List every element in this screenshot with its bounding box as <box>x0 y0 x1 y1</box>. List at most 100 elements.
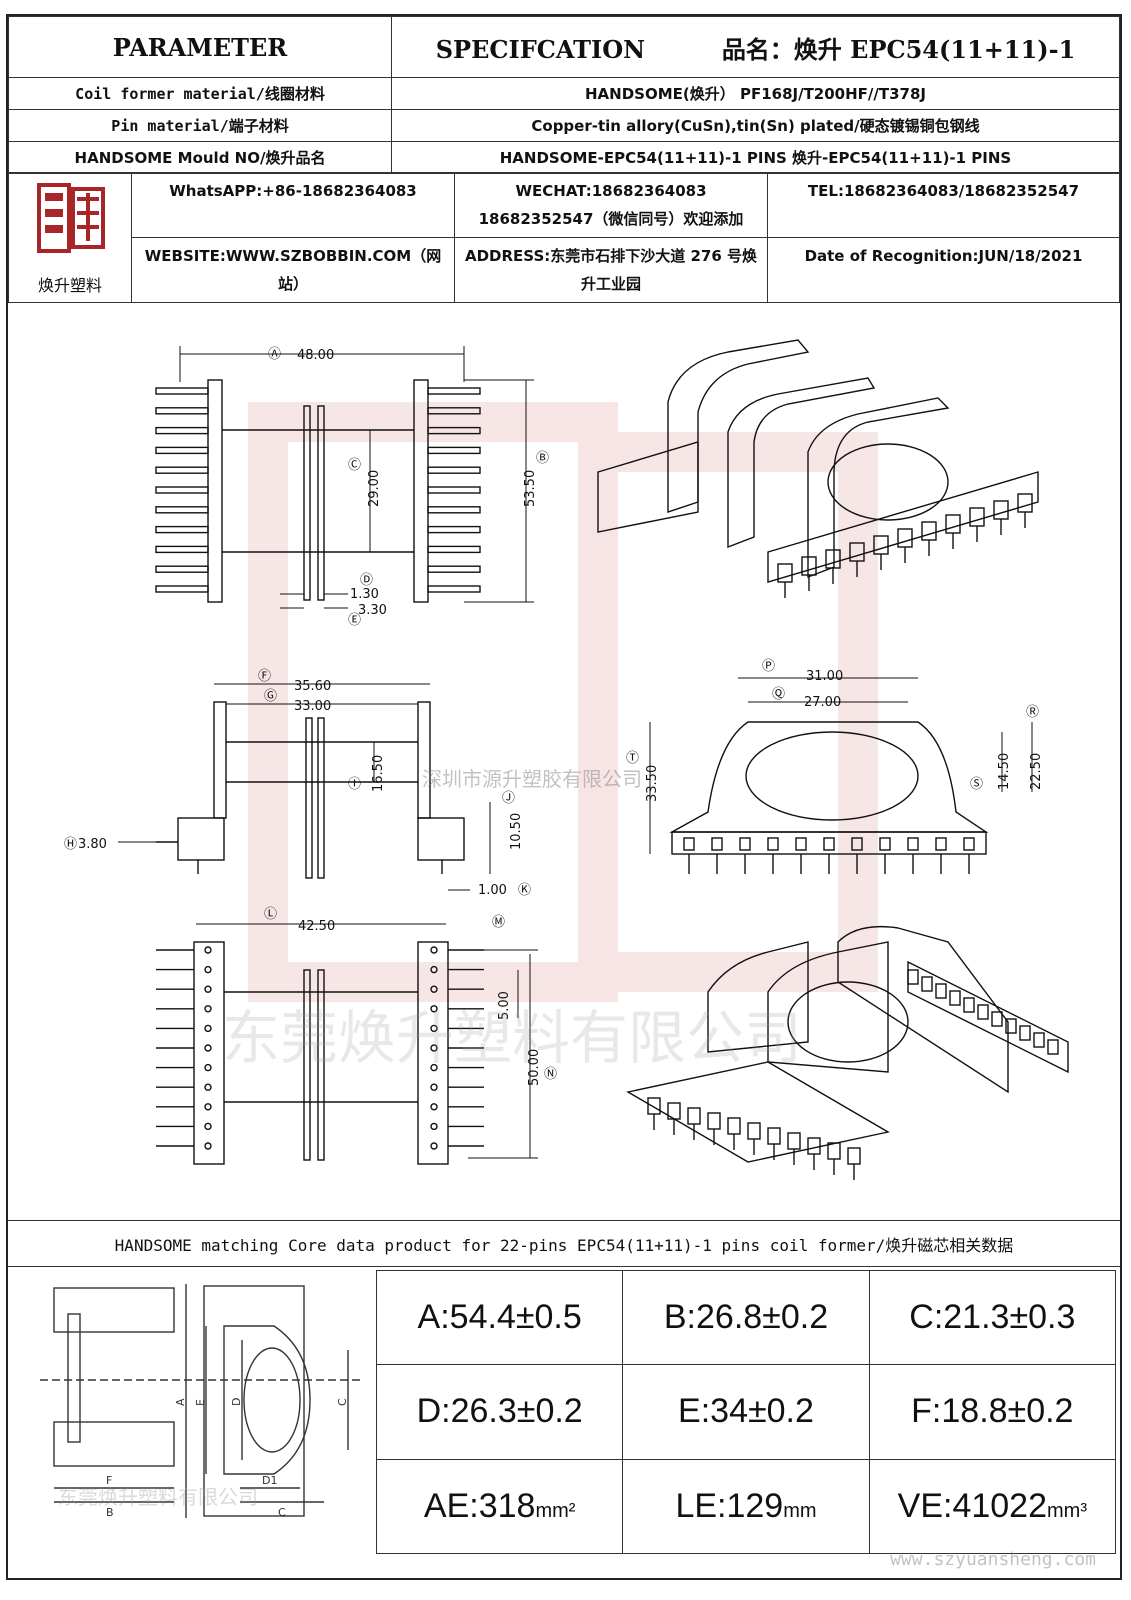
pin-hole <box>430 946 438 954</box>
core-value-e: E:34±0.2 <box>622 1364 870 1460</box>
company-logo: 焕升塑料 <box>8 172 132 303</box>
pin-slot <box>711 837 723 851</box>
pin-hole <box>430 965 438 974</box>
row-value: Copper-tin allory(CuSn),tin(Sn) plated/硬… <box>391 109 1120 142</box>
core-value-a: A:54.4±0.5 <box>375 1269 624 1366</box>
core-ae-value: AE:318 <box>423 1486 536 1525</box>
spec-heading: SPECIFCATION 品名：焕升 EPC54(11+11)-1 <box>391 16 1120 78</box>
core-value-b: B:26.8±0.2 <box>622 1269 870 1366</box>
pin-slot <box>777 563 793 583</box>
core-data-header: HANDSOME matching Core data product for … <box>8 1222 1120 1267</box>
pin-hole <box>204 1044 212 1052</box>
core-drawing: A E D C F B D1 C 东莞焕升塑料有限公司 <box>40 1284 360 1519</box>
pin-slot <box>727 1117 741 1135</box>
core-le-unit: mm <box>783 1499 817 1522</box>
dim-h: 3.80 <box>78 837 107 852</box>
core-ae: AE:318mm² <box>375 1458 624 1555</box>
core-label-d1: D1 <box>262 1474 277 1487</box>
dim-k: 1.00 <box>478 883 507 898</box>
dim-j: 10.50 <box>509 813 524 850</box>
pin <box>427 585 481 593</box>
dim-n-marker: Ⓝ <box>544 1067 557 1082</box>
drawing-canvas: Ⓐ 48.00 53.50 Ⓑ 29.00 Ⓒ Ⓓ 1.30 3.30 Ⓔ <box>64 339 1069 1180</box>
dim-h-marker: Ⓗ <box>64 837 77 852</box>
dim-i: 16.50 <box>371 755 386 792</box>
dim-lines-3 <box>649 677 1033 854</box>
pin-slot <box>907 969 919 985</box>
core-values-table: A:54.4±0.5 B:26.8±0.2 C:21.3±0.3 D:26.3±… <box>375 1269 1117 1555</box>
dim-m-marker: Ⓜ <box>492 915 505 930</box>
pin-slot <box>977 1004 989 1020</box>
pin-slot <box>935 983 947 999</box>
pin-hole <box>204 1024 212 1033</box>
core-label-c: C <box>278 1506 286 1519</box>
pin-slot <box>1019 1025 1031 1041</box>
watermark-top: 深圳市源升塑胶有限公司 <box>422 767 642 791</box>
pin-slot <box>851 837 863 851</box>
pin-slot <box>963 997 975 1013</box>
pin <box>155 545 209 554</box>
row-label: Pin material/端子材料 <box>8 109 392 142</box>
watermark-url: www.szyuansheng.com <box>890 1549 1096 1570</box>
dim-d-marker: Ⓓ <box>360 573 373 588</box>
pin-slot <box>825 549 841 569</box>
pin-slot <box>647 1097 661 1115</box>
pin-slot <box>683 837 695 851</box>
pin-hole <box>430 1063 438 1072</box>
pin-hole <box>204 1122 212 1131</box>
bottom-view <box>156 941 484 1165</box>
pin-slot <box>921 976 933 992</box>
pin-hole <box>204 1083 212 1091</box>
pin-slot <box>801 556 817 576</box>
pin-slot <box>963 837 975 851</box>
core-le-value: LE:129 <box>675 1486 784 1525</box>
pin <box>155 466 209 474</box>
core-label-b: B <box>106 1506 114 1519</box>
dim-j-marker: Ⓙ <box>502 791 515 806</box>
dim-g: 33.00 <box>294 699 331 714</box>
pin-slot <box>1033 1032 1045 1048</box>
dim-e: 3.30 <box>358 603 387 618</box>
dim-labels-3: Ⓟ 31.00 Ⓠ 27.00 Ⓡ 22.50 14.50 Ⓢ 33.50 Ⓣ <box>626 659 1044 802</box>
pin-hole <box>204 1103 212 1111</box>
dim-k-marker: Ⓚ <box>518 883 531 898</box>
core-ae-unit: mm² <box>535 1499 576 1522</box>
isometric-view-2 <box>626 925 1069 1180</box>
pin-slot <box>795 837 807 851</box>
pin-slot <box>897 528 913 548</box>
pin <box>427 565 481 573</box>
pin-hole <box>430 1024 438 1033</box>
pin-hole <box>430 1122 438 1131</box>
core-value-f: F:18.8±0.2 <box>868 1364 1117 1460</box>
row-label: Coil former material/线圈材料 <box>8 77 392 110</box>
pin-slot <box>945 514 961 534</box>
dim-b: 53.50 <box>523 470 538 507</box>
technical-drawing: Ⓐ 48.00 53.50 Ⓑ 29.00 Ⓒ Ⓓ 1.30 3.30 Ⓔ <box>8 302 1120 1221</box>
pin-hole <box>430 1142 438 1150</box>
dim-c: 29.00 <box>367 470 382 507</box>
row-value: HANDSOME-EPC54(11+11)-1 PINS 焕升-EPC54(11… <box>391 141 1120 174</box>
pin-slot <box>879 837 891 851</box>
pin-slot <box>707 1112 721 1130</box>
pin-slot <box>1005 1018 1017 1034</box>
pin <box>427 466 481 474</box>
dim-i-marker: Ⓘ <box>348 777 361 792</box>
pin <box>427 525 481 534</box>
pin-slot <box>767 1127 781 1145</box>
dim-lines-4 <box>196 923 538 1159</box>
wechat: WECHAT:18682364083 18682352547（微信同号）欢迎添加 <box>454 172 768 238</box>
pin <box>155 585 209 593</box>
core-value-d: D:26.3±0.2 <box>375 1364 624 1460</box>
pin <box>155 506 209 514</box>
dim-e-marker: Ⓔ <box>348 613 361 628</box>
dim-r-marker: Ⓡ <box>1026 705 1039 720</box>
dim-lines-2 <box>118 683 491 891</box>
address: ADDRESS:东莞市石排下沙大道 276 号焕升工业园 <box>454 237 768 303</box>
pin <box>155 446 209 455</box>
pin <box>427 545 481 554</box>
dim-labels-4: Ⓛ 42.50 Ⓜ 5.00 50.00 Ⓝ <box>264 907 557 1086</box>
pin-slot <box>969 507 985 527</box>
recognition-date: Date of Recognition:JUN/18/2021 <box>767 237 1120 303</box>
logo-text: 焕升塑料 <box>37 276 102 295</box>
pin-slot <box>747 1122 761 1140</box>
